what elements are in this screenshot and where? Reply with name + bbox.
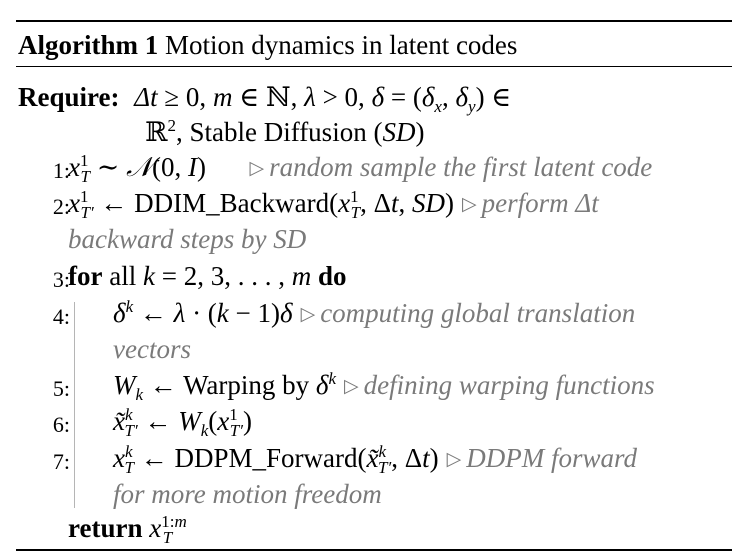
- comment: computing global translation: [320, 298, 636, 328]
- algorithm-title: Motion dynamics in latent codes: [164, 30, 518, 60]
- comment-triangle-icon: ▷: [343, 376, 359, 397]
- comment-triangle-icon: ▷: [249, 158, 265, 179]
- step-7-continued: for more motion freedom: [113, 477, 382, 511]
- for-keyword: for: [68, 261, 103, 291]
- step-4-continued: vectors: [113, 332, 191, 366]
- do-keyword: do: [317, 261, 347, 291]
- comment-triangle-icon: ▷: [446, 449, 462, 470]
- line-number: 6:: [52, 412, 70, 437]
- comment: vectors: [113, 334, 191, 364]
- function-name: DDPM_Forward: [174, 443, 358, 473]
- function-name: DDIM_Backward: [134, 188, 330, 218]
- step-2-continued: backward steps by SD: [68, 222, 306, 256]
- return-keyword: return: [68, 513, 143, 543]
- line-number: 7:: [52, 449, 70, 474]
- step-7: xkT ← DDPM_Forward(x̃kT′, Δt)▷DDPM forwa…: [113, 442, 638, 477]
- bottom-rule: [16, 549, 732, 551]
- line-number: 1:: [52, 158, 70, 183]
- comment: defining warping functions: [363, 370, 655, 400]
- step-1: x1T ∼ 𝒩(0, I) ▷random sample the first l…: [68, 151, 653, 186]
- all-word: all: [109, 261, 137, 291]
- algorithm-caption: Algorithm 1 Motion dynamics in latent co…: [18, 29, 517, 61]
- step-6: x̃kT′ ← Wk(x1T′): [113, 405, 252, 440]
- line-number: 3:: [52, 267, 70, 292]
- line-number: 2:: [52, 194, 70, 219]
- comment: for more motion freedom: [113, 479, 382, 509]
- require-keyword: Require:: [18, 82, 120, 112]
- require-line-continued: ℝ2, Stable Diffusion (SD): [145, 116, 425, 148]
- require-line: Require: Δt ≥ 0, m ∈ ℕ, λ > 0, δ = (δx, …: [18, 80, 511, 115]
- loop-indent-bar: [74, 302, 75, 508]
- require-math: Δt ≥ 0, m ∈ ℕ, λ > 0, δ = (δx, δy) ∈: [134, 82, 512, 116]
- step-3: for all k = 2, 3, . . . , m do: [68, 261, 347, 291]
- comment-triangle-icon: ▷: [300, 304, 316, 325]
- algorithm-label: Algorithm 1: [18, 30, 159, 60]
- step-2: x1T′ ← DDIM_Backward(x1T, Δt, SD)▷perfor…: [68, 187, 599, 222]
- line-number: 5:: [52, 376, 70, 401]
- return-line: return x1:mT: [68, 512, 187, 547]
- caption-rule: [16, 66, 732, 67]
- comment: backward steps by SD: [68, 224, 307, 254]
- step-5: Wk ← Warping by δk▷defining warping func…: [113, 369, 655, 404]
- comment: random sample the first latent code: [269, 152, 653, 182]
- comment: DDPM forward: [466, 443, 638, 473]
- step-4: δk ← λ · (k − 1)δ▷computing global trans…: [113, 297, 636, 328]
- top-rule: [16, 20, 732, 22]
- stable-diffusion-text: Stable Diffusion: [189, 117, 367, 147]
- algorithm-block: Algorithm 1 Motion dynamics in latent co…: [16, 0, 732, 556]
- function-name: Warping by: [183, 370, 310, 400]
- comment-triangle-icon: ▷: [461, 194, 477, 215]
- line-number: 4:: [52, 304, 70, 329]
- comment: perform Δt: [481, 188, 599, 218]
